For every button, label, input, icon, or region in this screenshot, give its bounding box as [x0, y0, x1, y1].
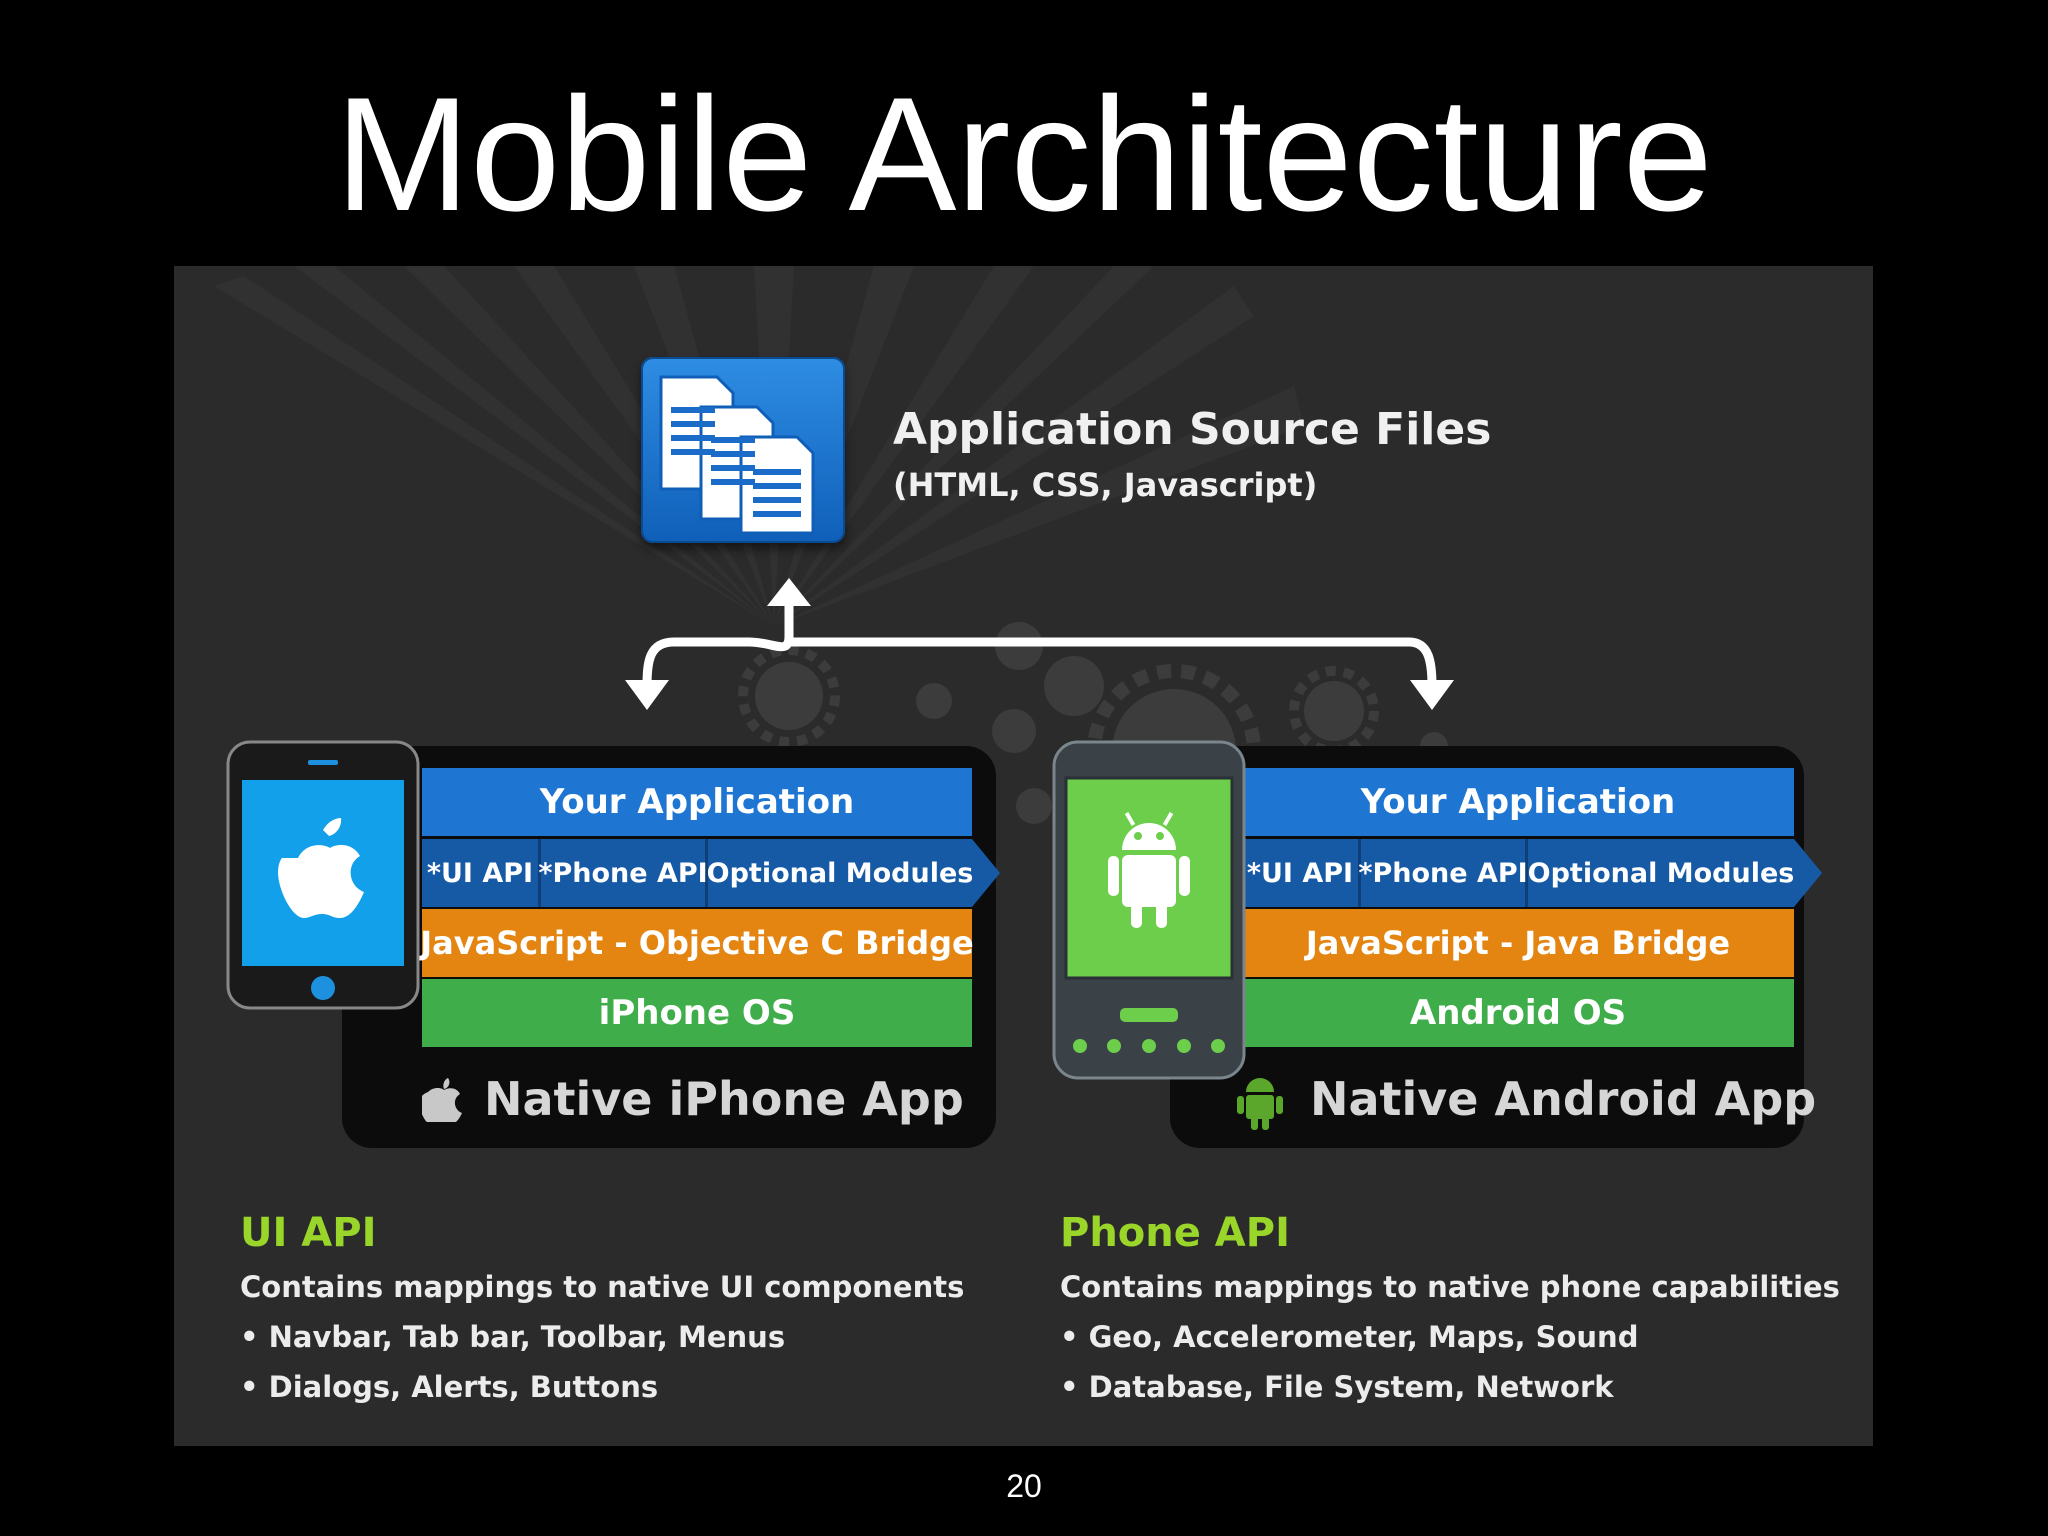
arrow-down-right-icon — [1410, 680, 1454, 710]
iphone-device-image — [226, 740, 420, 1010]
source-files-title: Application Source Files — [893, 404, 1492, 455]
native-android-app-label: Native Android App — [1310, 1072, 1817, 1126]
iphone-ui-api-cell: *UI API — [422, 839, 541, 907]
android-bridge-layer: JavaScript - Java Bridge — [1242, 909, 1794, 977]
source-files-subtitle: (HTML, CSS, Javascript) — [893, 466, 1318, 504]
iphone-api-layer: *UI API *Phone API Optional Modules — [422, 839, 974, 907]
ui-api-bullet-1: • Navbar, Tab bar, Toolbar, Menus — [240, 1320, 786, 1354]
documents-icon — [641, 357, 845, 543]
phone-api-bullet-1: • Geo, Accelerometer, Maps, Sound — [1060, 1320, 1639, 1354]
phone-api-description: Contains mappings to native phone capabi… — [1060, 1270, 1840, 1304]
ui-api-title: UI API — [240, 1210, 377, 1256]
android-os-layer: Android OS — [1242, 979, 1794, 1047]
native-iphone-app-label: Native iPhone App — [484, 1072, 964, 1126]
branch-arrows — [625, 578, 1454, 710]
ui-api-description: Contains mappings to native UI component… — [240, 1270, 965, 1304]
ui-api-bullet-2: • Dialogs, Alerts, Buttons — [240, 1370, 659, 1404]
diagram-panel: Application Source Files (HTML, CSS, Jav… — [174, 266, 1873, 1446]
iphone-os-layer: iPhone OS — [422, 979, 972, 1047]
arrow-up-icon — [767, 578, 811, 606]
android-icon — [1237, 1078, 1283, 1130]
iphone-phone-api-cell: *Phone API — [538, 839, 708, 907]
android-api-layer: *UI API *Phone API Optional Modules — [1242, 839, 1794, 907]
phone-api-title: Phone API — [1060, 1210, 1290, 1256]
slide-title: Mobile Architecture — [335, 64, 1713, 245]
android-ui-api-cell: *UI API — [1242, 839, 1361, 907]
iphone-bridge-layer: JavaScript - Objective C Bridge — [420, 909, 974, 977]
android-optional-modules-cell: Optional Modules — [1527, 857, 1795, 889]
apple-icon — [422, 1078, 462, 1122]
android-api-arrow-tip — [1794, 839, 1822, 907]
android-device-image — [1052, 740, 1246, 1080]
arrow-down-left-icon — [625, 680, 669, 710]
page-number: 20 — [1006, 1468, 1042, 1504]
android-phone-api-cell: *Phone API — [1358, 839, 1528, 907]
phone-api-bullet-2: • Database, File System, Network — [1060, 1370, 1614, 1404]
android-your-application-layer: Your Application — [1242, 768, 1794, 836]
iphone-optional-modules-cell: Optional Modules — [706, 857, 974, 889]
iphone-your-application-layer: Your Application — [422, 768, 972, 836]
iphone-api-arrow-tip — [972, 839, 1000, 907]
